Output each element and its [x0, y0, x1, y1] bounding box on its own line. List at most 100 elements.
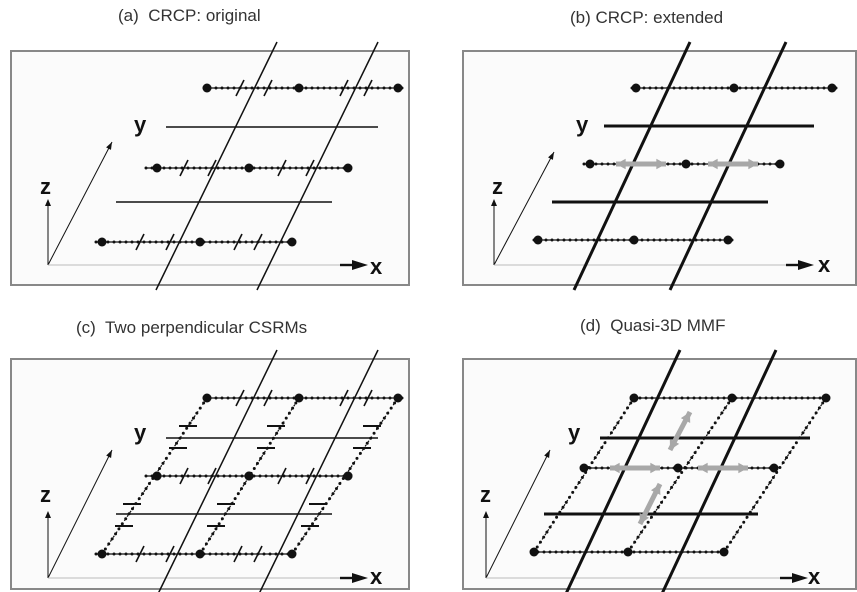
panel-a-chain-bottom-small-dot [226, 240, 230, 244]
panel-d-ychain-left-small-dot [574, 485, 578, 489]
panel-b-chain-top-small-dot [738, 86, 742, 90]
panel-c-ychain-left-small-dot [141, 492, 145, 496]
panel-c-ychain-right-small-dot [300, 537, 304, 541]
panel-c-chain-mid-small-dot [174, 474, 178, 478]
panel-c-chain-bottom-small-dot [250, 552, 254, 556]
panel-c-ychain-left-small-dot [191, 416, 195, 420]
panel-b-chain-bottom-small-dot [646, 238, 650, 242]
panel-b-drawing [491, 41, 838, 291]
panel-c-y-arrowhead [106, 450, 112, 458]
panel-c-ychain-right-small-dot [321, 507, 325, 511]
panel-a-chain-mid-small-dot [186, 166, 190, 170]
x-axis-label: x [370, 564, 383, 589]
panel-c-drawing [45, 349, 404, 592]
panel-d-ychain-left-small-dot [597, 451, 601, 455]
panel-c-joint-mark [363, 389, 373, 407]
panel-c-ychain-mid-small-dot [236, 492, 240, 496]
panel-b-chain-bottom-small-dot [610, 238, 614, 242]
panel-c-chain-bottom-small-dot [232, 552, 236, 556]
panel-c-ychain-left-small-dot [110, 537, 114, 541]
panel-d-chain-bottom-small-dot [578, 550, 582, 554]
panel-c-ychain-right-small-dot [393, 401, 397, 405]
panel-d-diagonal-left [565, 349, 682, 592]
panel-c-chain-bottom-small-dot [118, 552, 122, 556]
panel-d-title: (d) Quasi-3D MMF [580, 316, 726, 335]
panel-b-chain-top-small-dot [678, 86, 682, 90]
panel-c-chain-mid-small-dot [192, 474, 196, 478]
panel-c-ychain-right-small-dot [386, 411, 390, 415]
panel-c-chain-top-small-dot [358, 396, 362, 400]
panel-a-chain-mid-small-dot [216, 166, 220, 170]
panel-c-ychain-left-small-dot [185, 426, 189, 430]
panel-c-ychain-right-small-dot [311, 522, 315, 526]
panel-c-ychain-mid-small-dot [275, 431, 279, 435]
panel-c-ychain-right-small-dot [375, 426, 379, 430]
panel-b-gray-arrow-head [616, 158, 626, 170]
panel-a-joint-mark [179, 159, 189, 177]
panel-d-ychain-left-small-dot [542, 535, 546, 539]
panel-d-ychain-right-small-dot [732, 535, 736, 539]
panel-d-ychain-right-small-dot [794, 441, 798, 445]
panel-c-ychain-right-small-dot [317, 512, 321, 516]
panel-d-chain-bottom-small-dot [590, 550, 594, 554]
panel-d-ychain-mid-small-dot [676, 475, 680, 479]
panel-c-chain-bottom-small-dot [172, 552, 176, 556]
panel-d-ychain-mid-small-dot [720, 411, 724, 415]
panel-c-chain-mid-small-dot [198, 474, 202, 478]
panel-d-ychain-right-small-dot [775, 471, 779, 475]
panel-c-chain-mid-small-dot [216, 474, 220, 478]
panel-c-ychain-right-small-dot [369, 436, 373, 440]
panel-c-ychain-right-small-dot [297, 542, 301, 546]
panel-c-ychain-left-small-dot [147, 482, 151, 486]
panel-b-chain-bottom-small-dot [586, 238, 590, 242]
panel-d-chain-bottom-small-dot [656, 550, 660, 554]
panel-c-chain-mid-small-dot [162, 474, 166, 478]
panel-d-chain-top-small-dot [770, 396, 774, 400]
panel-d-ychain-right-small-dot [725, 545, 729, 549]
panel-c-chain-bottom-small-dot [280, 552, 284, 556]
panel-d-ychain-mid-small-dot [663, 495, 667, 499]
panel-a-chain-top-node [202, 83, 212, 93]
panel-d-ychain-left-small-dot [561, 505, 565, 509]
panel-c-ychain-left-small-dot [158, 466, 162, 470]
panel-c-ychain-left-small-dot [114, 532, 118, 536]
panel-b-gray-arrow-head [748, 158, 758, 170]
panel-a-y-axis [47, 141, 113, 266]
panel-b-chain-top-node [827, 83, 837, 93]
panel-a-chain-mid-small-dot [276, 166, 280, 170]
panel-d-ychain-left-small-dot [587, 466, 591, 470]
panel-a-chain-top-small-dot [328, 86, 332, 90]
panel-b-chain-bottom-small-dot [652, 238, 656, 242]
panel-b-chain-bottom-small-dot [544, 238, 548, 242]
panel-c-chain-top-small-dot [262, 396, 266, 400]
panel-d-chain-bottom-small-dot [716, 550, 720, 554]
panel-c-ychain-right-small-dot [382, 416, 386, 420]
z-axis-label: z [40, 482, 51, 507]
panel-c-chain-top-small-dot [220, 396, 224, 400]
panel-c-chain-top-small-dot [346, 396, 350, 400]
panel-d-ychain-right-small-dot [758, 495, 762, 499]
panel-d-chain-mid-node [579, 463, 589, 473]
panel-c-ychain-mid-small-dot [291, 406, 295, 410]
panel-c-ychain-right-small-dot [396, 396, 400, 400]
panel-d-chain-top-small-dot [650, 396, 654, 400]
panel-c-chain-bottom-small-dot [244, 552, 248, 556]
panel-d-chain-top-small-dot [746, 396, 750, 400]
panel-b-chain-top-small-dot [816, 86, 820, 90]
panel-d-ychain-mid-small-dot [693, 451, 697, 455]
panel-b-chain-mid-small-dot [690, 162, 694, 166]
panel-a-chain-mid-small-dot [318, 166, 322, 170]
panel-c-ychain-mid-small-dot [252, 466, 256, 470]
panel-d-ychain-right-small-dot [735, 530, 739, 534]
panel-d-ychain-right-small-dot [791, 446, 795, 450]
panel-c-ychain-mid-small-dot [240, 487, 244, 491]
panel-d-ychain-mid-small-dot [656, 505, 660, 509]
panel-d-chain-bottom-small-dot [632, 550, 636, 554]
panel-c-ychain-right-small-dot [348, 466, 352, 470]
panel-b: y z x [462, 41, 857, 291]
x-axis-label: x [818, 252, 831, 277]
panel-c-ychain-left-small-dot [181, 431, 185, 435]
panel-a-chain-bottom-small-dot [280, 240, 284, 244]
panel-d-chain-top-small-dot [764, 396, 768, 400]
panel-c-chain-bottom-small-dot [268, 552, 272, 556]
